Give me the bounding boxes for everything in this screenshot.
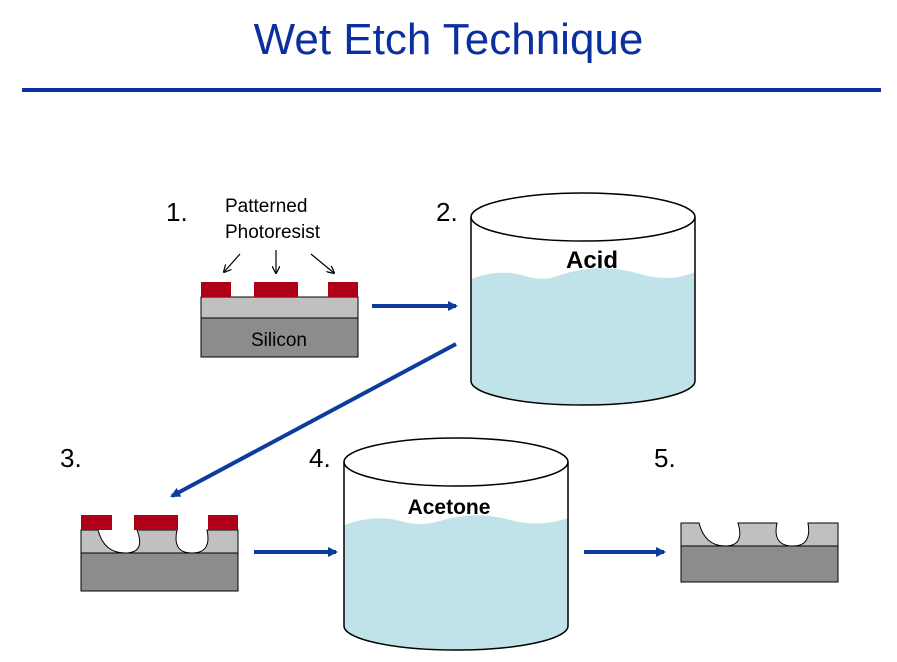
- title-divider: [22, 88, 881, 92]
- pointer-arrow-left: [224, 253, 241, 272]
- photoresist-block: [134, 515, 178, 530]
- step-1-number: 1.: [166, 197, 188, 227]
- photoresist-block: [208, 515, 238, 530]
- silicon-label: Silicon: [251, 330, 307, 351]
- step-4: 4. Acetone: [309, 437, 569, 651]
- photoresist-annotation-line1: Patterned: [225, 196, 307, 217]
- flow-arrow-2-to-3: [170, 342, 457, 498]
- etched-oxide-layer: [80, 529, 239, 554]
- photoresist-block: [201, 282, 231, 297]
- silicon-substrate: [200, 317, 359, 358]
- photoresist-block: [328, 282, 358, 297]
- pointer-arrow-right: [310, 253, 334, 273]
- step-3-number: 3.: [60, 443, 82, 473]
- acid-label: Acid: [566, 247, 618, 274]
- step-1: 1. Patterned Photoresist Silicon: [166, 196, 359, 358]
- step-5-number: 5.: [654, 443, 676, 473]
- acid-tank-rim: [470, 192, 696, 242]
- photoresist-annotation-line2: Photoresist: [225, 222, 321, 243]
- step-2-number: 2.: [436, 197, 458, 227]
- final-etched-oxide-layer: [680, 522, 839, 547]
- step-5: 5.: [654, 443, 839, 583]
- photoresist-block: [81, 515, 112, 530]
- step-4-number: 4.: [309, 443, 331, 473]
- oxide-layer: [200, 296, 359, 319]
- step-2: 2. Acid: [436, 192, 696, 406]
- acetone-liquid: [344, 515, 568, 650]
- acetone-tank-bottom: [343, 625, 569, 651]
- photoresist-block: [254, 282, 298, 297]
- acid-liquid: [471, 268, 695, 405]
- silicon-substrate: [680, 545, 839, 583]
- acetone-label: Acetone: [408, 496, 491, 519]
- silicon-substrate: [80, 552, 239, 592]
- acid-tank-bottom: [470, 380, 696, 406]
- page-title: Wet Etch Technique: [253, 15, 644, 64]
- step-3: 3.: [60, 443, 239, 592]
- acetone-tank-rim: [343, 437, 569, 487]
